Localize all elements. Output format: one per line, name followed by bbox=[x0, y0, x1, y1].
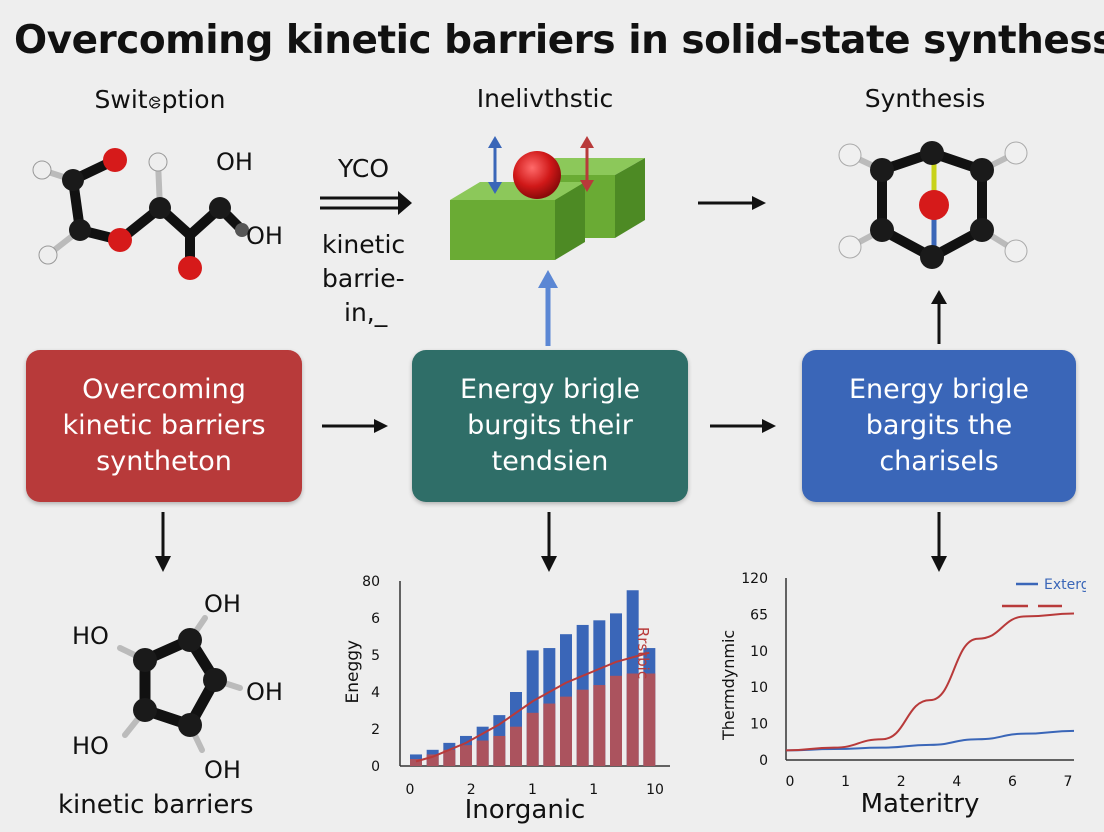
oh-label-2: OH bbox=[246, 222, 283, 250]
line-chart-ytick: 65 bbox=[750, 607, 768, 623]
box-red-line1: Overcoming bbox=[82, 374, 246, 405]
chain-molecule-icon bbox=[32, 148, 249, 280]
bar-red bbox=[643, 673, 656, 766]
bar-red bbox=[493, 735, 506, 766]
box-energy-charisels: Energy brigle bargits the charisels bbox=[802, 350, 1076, 502]
arrow-label-line3: in,_ bbox=[344, 298, 388, 327]
arrow-right-icon-2 bbox=[322, 419, 388, 433]
box-teal-line2: burgits their bbox=[467, 410, 633, 441]
ring-oh-right: OH bbox=[246, 678, 283, 706]
bar-red bbox=[576, 689, 589, 766]
line-chart-xtick: 2 bbox=[897, 774, 906, 790]
ring-ho-left: HO bbox=[72, 622, 109, 650]
line-chart-xtick: 7 bbox=[1064, 774, 1073, 790]
arrow-down-icon-3 bbox=[931, 512, 947, 572]
ring-molecule-icon bbox=[117, 615, 243, 753]
line-chart-xtick: 1 bbox=[841, 774, 850, 790]
line-chart-ytick: 0 bbox=[759, 753, 768, 769]
box-red-line2: kinetic barriers bbox=[62, 410, 266, 441]
heading-middle: Inelivthstic bbox=[476, 84, 614, 113]
line-chart-ylabel: Thermdynmic bbox=[719, 630, 738, 741]
hexagon-molecule-icon bbox=[838, 141, 1028, 269]
line-series-0 bbox=[785, 729, 1075, 752]
line-chart-xtick: 0 bbox=[786, 774, 795, 790]
arrow-right-icon bbox=[698, 196, 766, 210]
bar-chart-ytick: 80 bbox=[362, 574, 380, 590]
box-red-line3: syntheton bbox=[96, 446, 232, 477]
line-chart-ytick: 10 bbox=[750, 717, 768, 733]
oh-label-1: OH bbox=[216, 148, 253, 176]
bar-red bbox=[560, 696, 572, 766]
ring-ho-bottom: HO bbox=[72, 732, 109, 760]
bar-red bbox=[410, 759, 422, 766]
box-blue-line3: charisels bbox=[879, 446, 999, 477]
box-teal-line3: tendsien bbox=[491, 446, 609, 477]
arrow-down-icon-1 bbox=[155, 512, 171, 572]
bar-chart-xtick: 1 bbox=[528, 782, 537, 798]
line-chart-ytick: 120 bbox=[741, 571, 768, 587]
bar-chart-ytick: 5 bbox=[371, 648, 380, 664]
box-overcoming: Overcoming kinetic barriers syntheton bbox=[26, 350, 302, 502]
box-blue-line2: bargits the bbox=[865, 410, 1013, 441]
line-chart-xlabel: Materitry bbox=[861, 789, 980, 819]
arrow-label-line1: kinetic bbox=[322, 230, 406, 259]
arrow-up-icon bbox=[931, 290, 947, 344]
ring-oh-bottom: OH bbox=[204, 756, 241, 784]
bar-red bbox=[543, 703, 556, 766]
bar-red bbox=[510, 726, 522, 766]
bar-red bbox=[443, 749, 456, 766]
box-teal-line1: Energy brigle bbox=[459, 374, 641, 405]
bar-red bbox=[526, 712, 539, 766]
box-energy-tendsien: Energy brigle burgits their tendsien bbox=[412, 350, 688, 502]
heading-left: Switဧption bbox=[94, 85, 226, 114]
bar-red bbox=[593, 685, 606, 766]
arrow-down-icon-2 bbox=[541, 512, 557, 572]
bar-chart-ylabel: Eneggy bbox=[343, 640, 363, 704]
bar-chart-ytick: 2 bbox=[371, 722, 380, 738]
line-chart-ytick: 10 bbox=[750, 680, 768, 696]
arrow-right-icon-3 bbox=[710, 419, 776, 433]
bar-red bbox=[626, 673, 639, 766]
kinetic-block-icon bbox=[450, 136, 645, 260]
bar-red bbox=[460, 745, 472, 766]
bar-chart-xtick: 1 bbox=[589, 782, 598, 798]
bar-chart-xtick: 10 bbox=[646, 782, 664, 798]
ring-oh-top: OH bbox=[204, 590, 241, 618]
bar-red bbox=[426, 754, 439, 766]
bottom-left-caption: kinetic barriers bbox=[58, 790, 254, 820]
arrow-top-label: YCO bbox=[338, 154, 390, 183]
bar-chart-trend-line bbox=[415, 651, 650, 763]
bar-chart-xtick: 2 bbox=[467, 782, 476, 798]
bar-chart-ytick: 6 bbox=[371, 611, 380, 627]
bar-chart-xtick: 0 bbox=[406, 782, 415, 798]
box-blue-line1: Energy brigle bbox=[848, 374, 1030, 405]
bar-chart-xlabel: Inorganic bbox=[465, 795, 586, 825]
line-chart-xtick: 6 bbox=[1008, 774, 1017, 790]
heading-right: Synthesis bbox=[864, 84, 986, 113]
bar-chart-ytick: 4 bbox=[371, 685, 380, 701]
line-chart-xtick: 4 bbox=[952, 774, 961, 790]
bar-chart-legend: Rrstbic bbox=[634, 627, 652, 679]
arrow-up-blue-icon bbox=[538, 270, 558, 346]
arrow-label-line2: barrie- bbox=[322, 264, 405, 293]
line-series-1 bbox=[785, 612, 1075, 752]
page-title: Overcoming kinetic barriers in solid-sta… bbox=[14, 18, 1104, 63]
line-chart-legend: Exterg bbox=[1044, 577, 1086, 593]
line-chart-ytick: 10 bbox=[750, 644, 768, 660]
bar-chart-ytick: 0 bbox=[371, 759, 380, 775]
bar-red bbox=[476, 740, 489, 766]
bar-red bbox=[610, 675, 622, 766]
double-arrow-icon bbox=[320, 191, 412, 215]
